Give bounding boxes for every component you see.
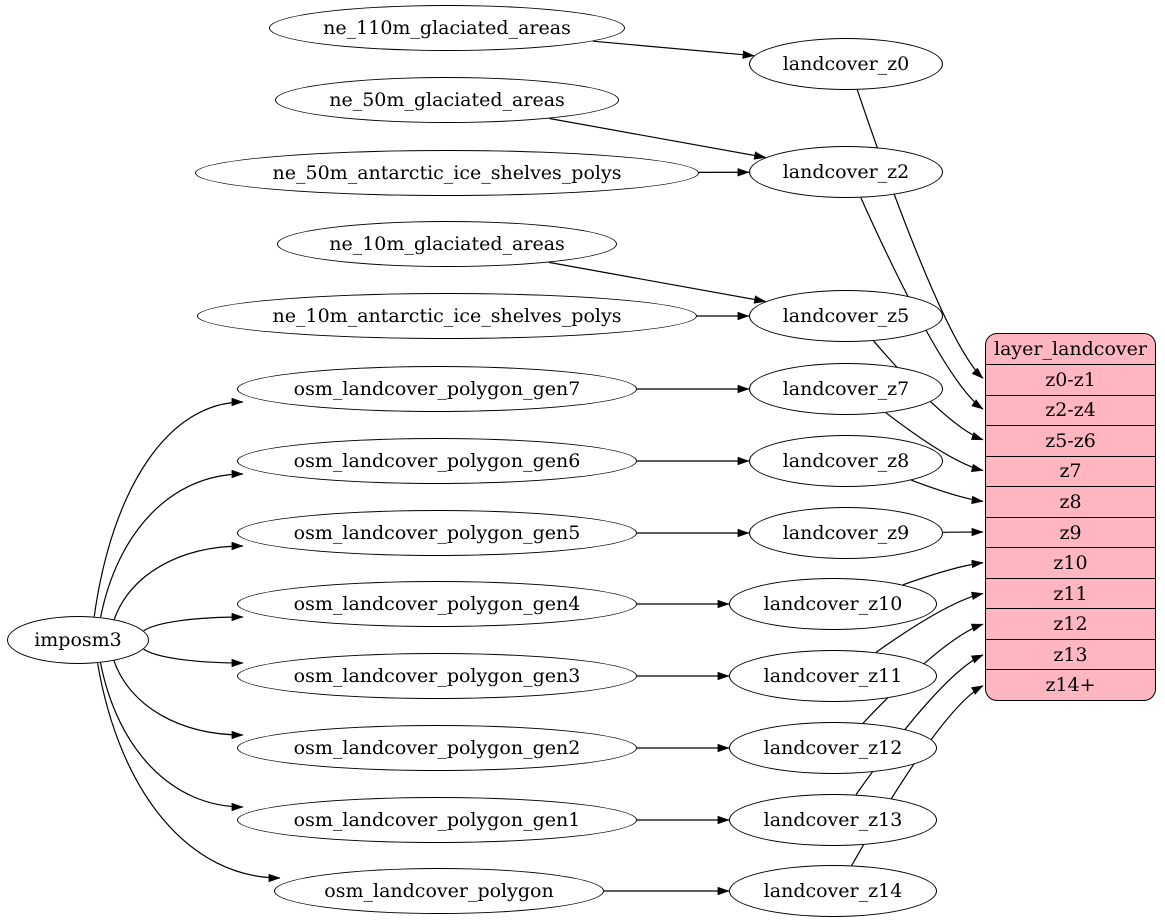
edge-imposm3-to-osm-landcover-polygon-gen1 — [99, 662, 244, 812]
node-osm-landcover-polygon: osm_landcover_polygon — [274, 868, 604, 914]
edge-landcover-z13-to-row-9 — [855, 654, 984, 795]
node-label: ne_50m_glaciated_areas — [329, 88, 565, 111]
edge-ne-10m-glaciated-areas-to-landcover-z5 — [548, 261, 767, 304]
node-osm-landcover-polygon-gen7: osm_landcover_polygon_gen7 — [237, 366, 637, 412]
node-label: landcover_z2 — [782, 160, 910, 183]
node-label: landcover_z8 — [782, 449, 910, 472]
node-label: landcover_z7 — [782, 377, 910, 400]
edge-imposm3-to-osm-landcover-polygon-gen7 — [93, 397, 244, 617]
record-row-z5-z6: z5-z6 — [986, 426, 1155, 457]
node-label: osm_landcover_polygon_gen3 — [293, 664, 581, 687]
edge-landcover-z7-to-row-3 — [885, 412, 984, 472]
node-label: osm_landcover_polygon_gen1 — [293, 808, 581, 831]
node-label: landcover_z10 — [763, 592, 903, 615]
node-label: ne_50m_antarctic_ice_shelves_polys — [272, 161, 622, 184]
record-row-z7: z7 — [986, 457, 1155, 488]
record-row-z8: z8 — [986, 487, 1155, 518]
node-ne-50m-glaciated-areas: ne_50m_glaciated_areas — [275, 77, 619, 123]
node-imposm3: imposm3 — [7, 616, 149, 664]
edge-landcover-z11-to-row-7 — [875, 591, 984, 653]
edge-imposm3-to-osm-landcover-polygon-gen3 — [143, 648, 244, 668]
node-label: osm_landcover_polygon_gen4 — [293, 592, 581, 615]
node-label: osm_landcover_polygon_gen7 — [293, 377, 581, 400]
node-label: landcover_z13 — [763, 808, 903, 831]
edge-imposm3-to-osm-landcover-polygon-gen2 — [113, 660, 244, 740]
node-label: ne_110m_glaciated_areas — [323, 16, 571, 39]
node-label: osm_landcover_polygon_gen5 — [293, 521, 581, 544]
node-label: landcover_z14 — [763, 879, 903, 902]
node-label: landcover_z0 — [782, 52, 910, 75]
node-landcover-z0: landcover_z0 — [749, 38, 943, 90]
edge-landcover-z0-to-row-0 — [856, 89, 984, 379]
node-label: osm_landcover_polygon_gen2 — [293, 736, 581, 759]
record-row-z11: z11 — [986, 579, 1155, 610]
node-label: osm_landcover_polygon_gen6 — [293, 449, 581, 472]
node-osm-landcover-polygon-gen3: osm_landcover_polygon_gen3 — [237, 653, 637, 699]
node-ne-10m-antarctic-ice-shelves-polys: ne_10m_antarctic_ice_shelves_polys — [197, 293, 697, 339]
edge-landcover-z10-to-row-6 — [902, 559, 984, 586]
node-ne-50m-antarctic-ice-shelves-polys: ne_50m_antarctic_ice_shelves_polys — [195, 150, 699, 196]
record-row-z13: z13 — [986, 640, 1155, 671]
node-landcover-z5: landcover_z5 — [749, 290, 943, 342]
edge-landcover-z8-to-row-4 — [911, 479, 984, 505]
node-landcover-z14: landcover_z14 — [729, 865, 937, 917]
node-label: imposm3 — [34, 628, 122, 651]
node-label: landcover_z12 — [763, 736, 903, 759]
node-landcover-z10: landcover_z10 — [729, 578, 937, 630]
record-row-z10: z10 — [986, 548, 1155, 579]
layer-landcover-title: layer_landcover — [986, 334, 1155, 365]
edge-imposm3-to-osm-landcover-polygon — [96, 662, 281, 883]
record-row-z9: z9 — [986, 518, 1155, 549]
record-row-z2-z4: z2-z4 — [986, 396, 1155, 427]
record-row-z14-: z14+ — [1045, 674, 1096, 697]
node-label: ne_10m_glaciated_areas — [329, 232, 565, 255]
edge-ne-50m-glaciated-areas-to-landcover-z2 — [549, 117, 767, 160]
node-ne-10m-glaciated-areas: ne_10m_glaciated_areas — [277, 221, 617, 267]
node-landcover-z9: landcover_z9 — [749, 507, 943, 559]
node-label: ne_10m_antarctic_ice_shelves_polys — [272, 304, 622, 327]
node-osm-landcover-polygon-gen6: osm_landcover_polygon_gen6 — [237, 438, 637, 484]
node-ne-110m-glaciated-areas: ne_110m_glaciated_areas — [269, 5, 625, 51]
node-label: landcover_z5 — [782, 304, 910, 327]
node-landcover-z12: landcover_z12 — [729, 722, 937, 774]
node-landcover-z2: landcover_z2 — [749, 146, 943, 198]
edge-ne-110m-glaciated-areas-to-landcover-z0 — [592, 40, 755, 59]
node-osm-landcover-polygon-gen2: osm_landcover_polygon_gen2 — [237, 725, 637, 771]
node-landcover-z11: landcover_z11 — [729, 650, 937, 702]
edge-landcover-z12-to-row-8 — [862, 623, 984, 724]
node-label: osm_landcover_polygon — [324, 879, 554, 902]
edge-imposm3-to-osm-landcover-polygon-gen6 — [100, 469, 244, 618]
edge-imposm3-to-osm-landcover-polygon-gen4 — [143, 612, 244, 632]
node-osm-landcover-polygon-gen1: osm_landcover_polygon_gen1 — [237, 797, 637, 843]
node-osm-landcover-polygon-gen4: osm_landcover_polygon_gen4 — [237, 581, 637, 627]
edge-landcover-z5-to-row-2 — [873, 340, 984, 441]
node-landcover-z7: landcover_z7 — [749, 363, 943, 415]
record-row-z12: z12 — [986, 609, 1155, 640]
node-osm-landcover-polygon-gen5: osm_landcover_polygon_gen5 — [237, 510, 637, 556]
node-label: landcover_z11 — [763, 664, 903, 687]
record-row-z0-z1: z0-z1 — [986, 365, 1155, 396]
edge-imposm3-to-osm-landcover-polygon-gen5 — [113, 541, 244, 620]
edge-landcover-z2-to-row-1 — [860, 197, 984, 410]
node-label: landcover_z9 — [782, 521, 910, 544]
node-landcover-z8: landcover_z8 — [749, 435, 943, 487]
node-landcover-z13: landcover_z13 — [729, 794, 937, 846]
